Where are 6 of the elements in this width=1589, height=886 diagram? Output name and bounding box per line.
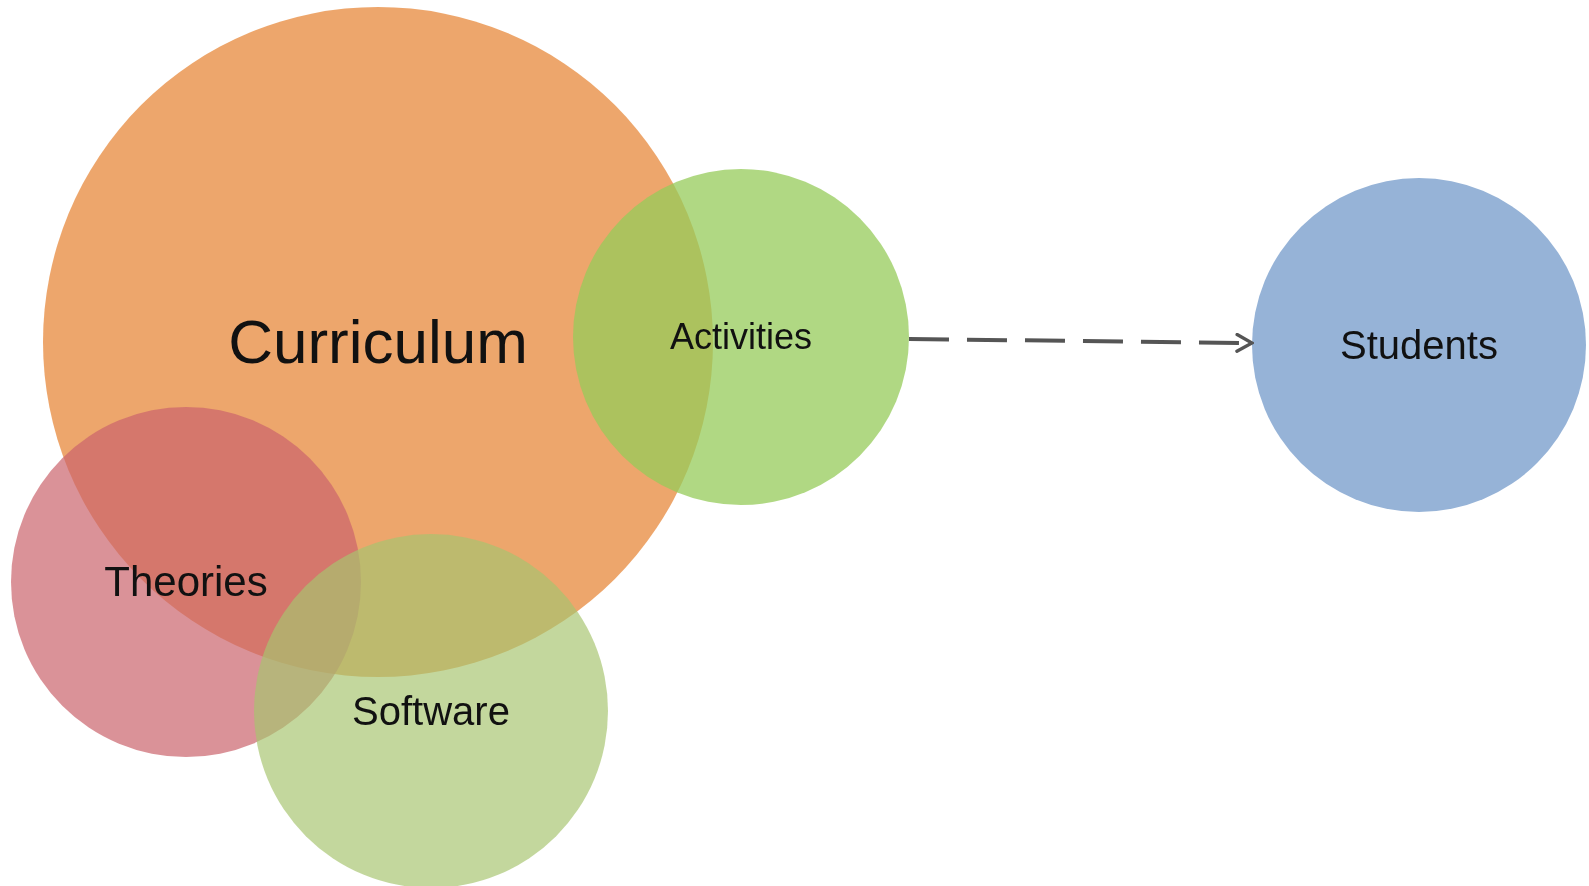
circle-label: Curriculum: [228, 307, 528, 377]
circle-label: Theories: [104, 558, 268, 606]
circle-label: Software: [352, 689, 510, 733]
circle-label: Activities: [670, 317, 812, 357]
circle-label: Students: [1340, 323, 1498, 367]
dashed-arrow: [908, 332, 1254, 353]
